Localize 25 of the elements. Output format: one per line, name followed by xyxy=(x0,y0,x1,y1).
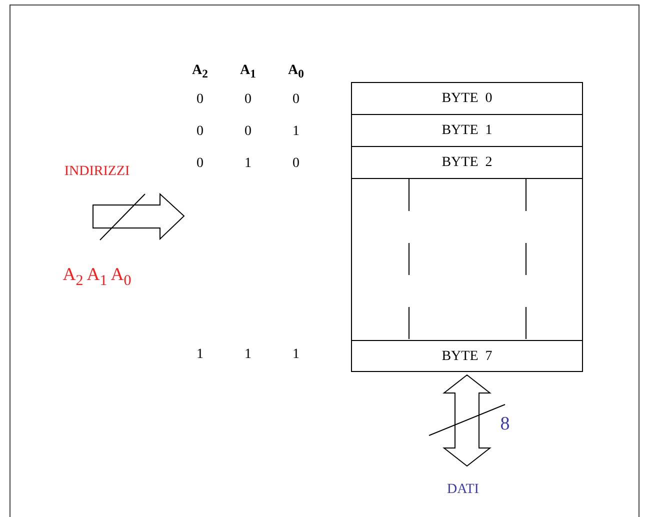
bus-label: DATI xyxy=(447,483,479,497)
address-bit: 0 xyxy=(196,93,204,107)
address-bit: 1 xyxy=(244,348,252,362)
address-bit: 1 xyxy=(196,348,204,362)
bus-label: INDIRIZZI xyxy=(64,165,130,179)
address-bit: 1 xyxy=(292,125,300,139)
column-header: A$_{2}$ xyxy=(192,64,208,80)
double-arrow xyxy=(442,374,492,467)
address-bit: 1 xyxy=(244,157,252,171)
bus-label: A$_{2}$ A$_{1}$ A$_{0}$ xyxy=(62,265,132,289)
memory-cell: BYTE 0 xyxy=(351,82,583,115)
address-bit: 1 xyxy=(292,348,300,362)
address-bit: 0 xyxy=(196,157,204,171)
address-bit: 0 xyxy=(196,125,204,139)
address-bit: 0 xyxy=(292,157,300,171)
edge-label: 8 xyxy=(500,414,510,433)
address-bit: 0 xyxy=(244,125,252,139)
memory-cell: BYTE 1 xyxy=(351,114,583,147)
memory-cell: BYTE 7 xyxy=(351,340,583,373)
column-header: A$_{0}$ xyxy=(288,64,304,80)
column-header: A$_{1}$ xyxy=(240,64,256,80)
address-bit: 0 xyxy=(244,93,252,107)
address-bit: 0 xyxy=(292,93,300,107)
memory-block xyxy=(351,82,583,372)
memory-cell: BYTE 2 xyxy=(351,146,583,179)
